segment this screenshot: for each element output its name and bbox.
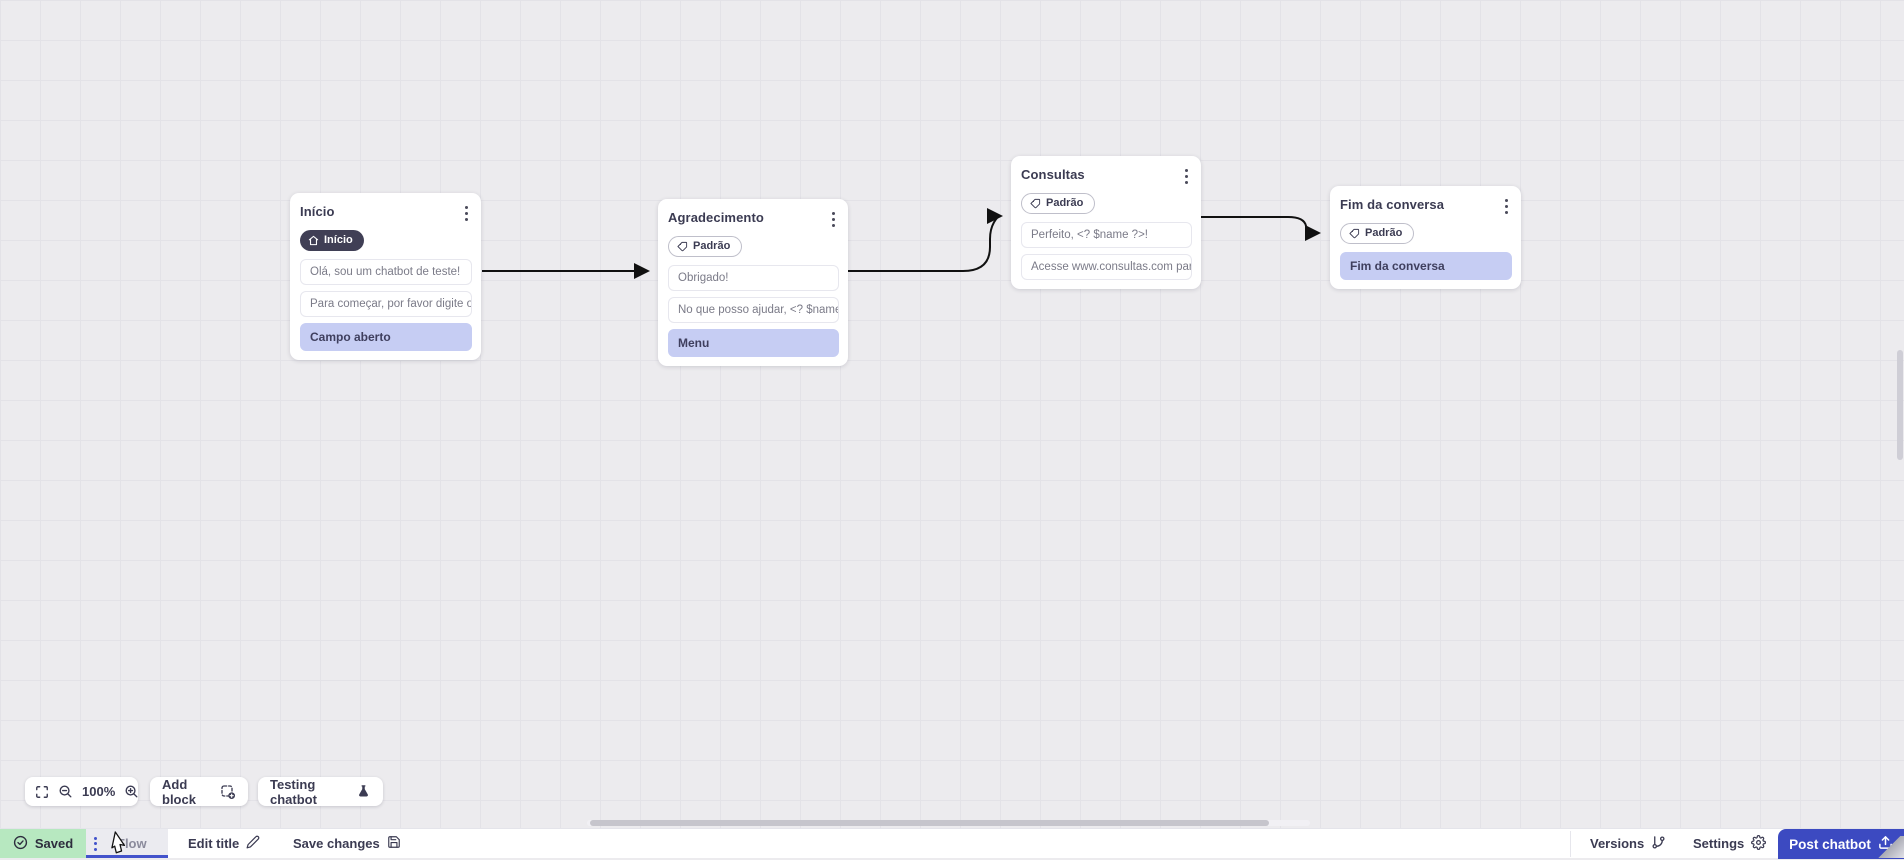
save-changes-button[interactable]: Save changes [293,829,401,858]
node-menu-icon[interactable] [1501,197,1512,216]
fit-view-icon[interactable] [35,785,49,799]
node-menu-icon[interactable] [461,204,472,223]
type-badge: Padrão [1021,193,1096,214]
vertical-scrollbar-thumb[interactable] [1897,350,1903,460]
input-block-bubble[interactable]: Campo aberto [300,323,472,351]
flow-canvas[interactable]: Início Início Olá, sou um chatbot de tes… [0,0,1904,828]
badge-row: Padrão [1340,223,1512,244]
message-bubble[interactable]: Olá, sou um chatbot de teste! [300,259,472,285]
badge-label: Padrão [1365,227,1403,239]
connection-lines [482,208,1321,279]
input-block-bubble[interactable]: Menu [668,329,839,357]
node-header: Início [300,204,472,223]
badge-label: Início [324,234,353,246]
node-header: Fim da conversa [1340,197,1512,216]
badge-row: Padrão [1021,193,1192,214]
node-title: Fim da conversa [1340,197,1445,212]
type-badge: Padrão [668,236,743,257]
edit-title-label: Edit title [188,836,240,851]
node-menu-icon[interactable] [828,210,839,229]
active-tab-underline [86,855,168,858]
testing-chatbot-button[interactable]: Testing chatbot [258,776,383,807]
tag-icon [1030,198,1041,209]
message-bubble[interactable]: Obrigado! [668,265,839,291]
tag-icon [677,241,688,252]
tab-flow[interactable]: Flow [86,829,168,858]
tag-icon [1349,228,1360,239]
bottom-status-bar: Saved Flow Edit title Save changes Versi… [0,828,1904,859]
pencil-icon [246,835,260,852]
flow-node-inicio[interactable]: Início Início Olá, sou um chatbot de tes… [290,193,481,360]
node-menu-icon[interactable] [1181,167,1192,186]
message-list: Obrigado! No que posso ajudar, <? $name … [668,265,839,357]
edit-title-button[interactable]: Edit title [188,829,260,858]
add-block-label: Add block [162,776,196,807]
end-block-bubble[interactable]: Fim da conversa [1340,252,1512,280]
zoom-out-icon[interactable] [58,784,73,799]
flow-tab-label: Flow [117,836,147,851]
message-list: Perfeito, <? $name ?>! Acesse www.consul… [1021,222,1192,280]
connection-agradecimento-consultas [848,208,1003,272]
flow-node-consultas[interactable]: Consultas Padrão Perfeito, <? $name ?>! … [1011,156,1201,289]
save-changes-label: Save changes [293,836,380,851]
horizontal-scrollbar-thumb[interactable] [590,820,1269,826]
gear-icon [1751,834,1767,853]
node-title: Consultas [1021,167,1085,182]
drag-handle-icon[interactable] [94,836,97,851]
badge-row: Início [300,230,472,251]
add-block-icon [220,784,236,800]
type-badge: Padrão [1340,223,1415,244]
horizontal-scrollbar-track[interactable] [587,820,1310,826]
versions-label: Versions [1590,836,1645,851]
check-circle-icon [13,835,28,853]
message-bubble[interactable]: Para começar, por favor digite o ... [300,291,472,317]
statusbar-divider [1570,831,1571,857]
window-corner-fold [1878,836,1904,858]
message-list: Fim da conversa [1340,252,1512,280]
node-title: Agradecimento [668,210,764,225]
zoom-level: 100% [82,784,116,799]
settings-button[interactable]: Settings [1693,829,1767,858]
add-block-button[interactable]: Add block [150,776,248,807]
zoom-toolbar: 100% [25,777,138,806]
saved-status-badge: Saved [0,829,86,858]
badge-row: Padrão [668,236,839,257]
badge-label: Padrão [1046,197,1084,209]
node-header: Agradecimento [668,210,839,229]
badge-label: Padrão [693,240,731,252]
git-branch-icon [1651,835,1666,853]
flow-node-fim-da-conversa[interactable]: Fim da conversa Padrão Fim da conversa [1330,186,1521,289]
message-list: Olá, sou um chatbot de teste! Para começ… [300,259,472,351]
post-chatbot-label: Post chatbot [1789,836,1871,852]
node-title: Início [300,204,335,219]
saved-label: Saved [34,836,74,851]
home-icon [308,235,319,246]
node-header: Consultas [1021,167,1192,186]
flow-node-agradecimento[interactable]: Agradecimento Padrão Obrigado! No que po… [658,199,848,366]
connection-consultas-fim [1201,216,1321,241]
testing-chatbot-label: Testing chatbot [270,776,317,807]
versions-button[interactable]: Versions [1590,829,1666,858]
settings-label: Settings [1693,836,1745,851]
message-bubble[interactable]: No que posso ajudar, <? $name ... [668,297,839,323]
message-bubble[interactable]: Acesse www.consultas.com par... [1021,254,1192,280]
zoom-in-icon[interactable] [124,784,139,799]
save-icon [387,835,401,852]
flask-icon [356,784,371,799]
message-bubble[interactable]: Perfeito, <? $name ?>! [1021,222,1192,248]
start-badge: Início [300,230,364,251]
